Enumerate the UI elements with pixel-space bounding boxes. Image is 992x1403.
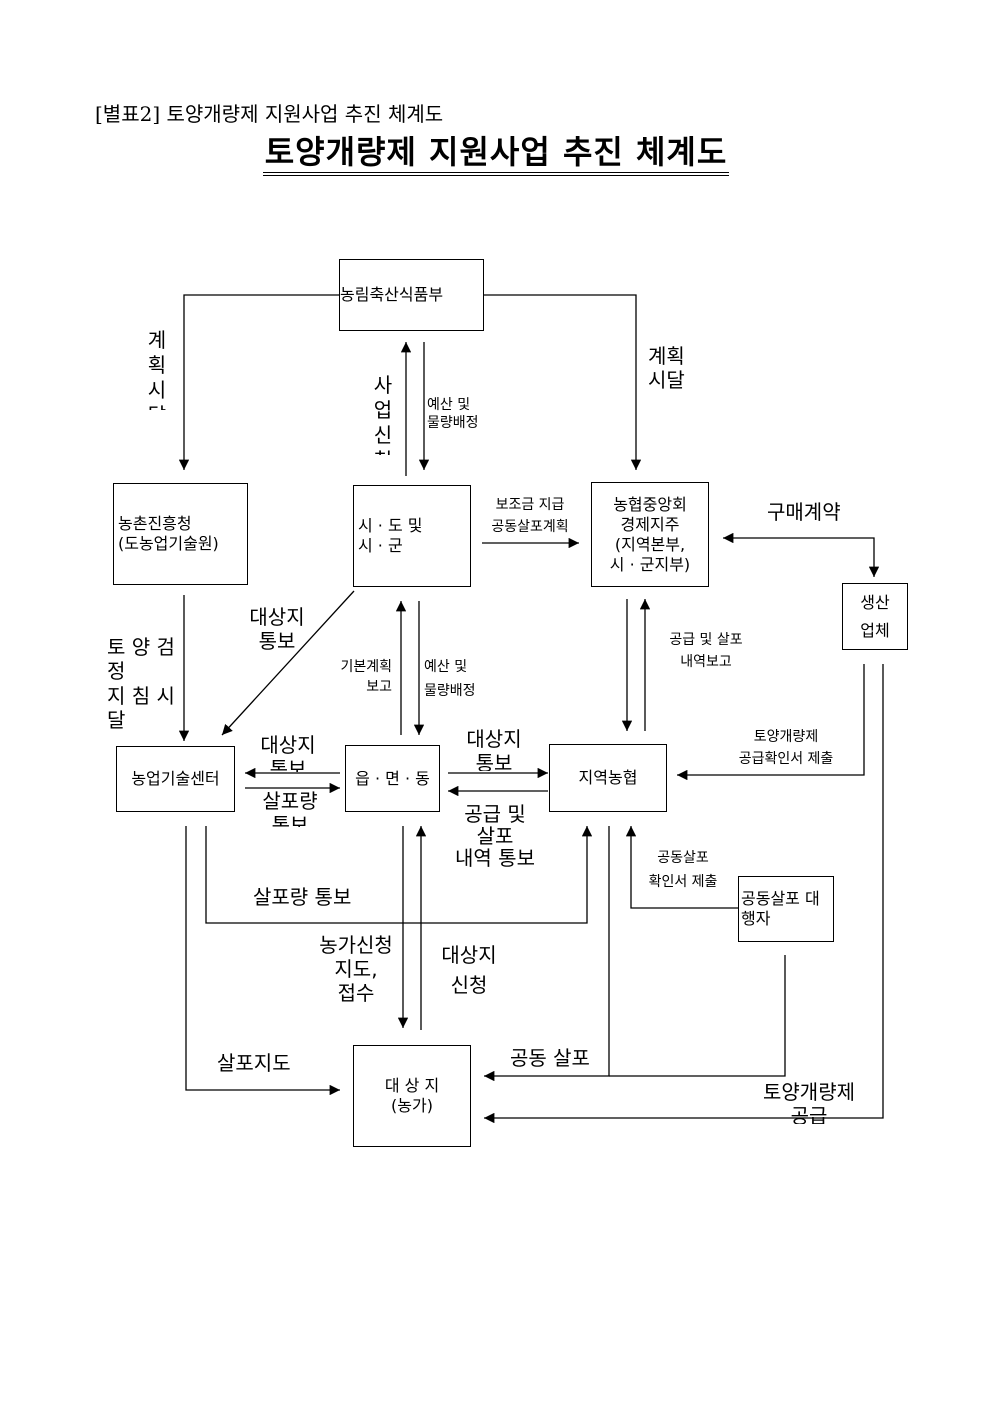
arrow-producer-to-local: [677, 664, 865, 781]
label-soil-test: 토 양 검 정 지 침 시 달: [107, 635, 175, 733]
arrow-tech-center-to-local: [205, 826, 593, 924]
label-plan-notice-right: 계획 시달: [648, 344, 685, 393]
label-purchase-contract: 구매계약: [767, 500, 841, 524]
document-header: [별표2] 토양개량제 지원사업 추진 체계도: [95, 102, 444, 126]
label-target-apply: 대상지 신청: [441, 943, 497, 997]
label-business-apply: 사업신청: [373, 373, 393, 455]
node-producer: 생산 업체: [842, 583, 908, 650]
label-target-notice-town: 대상지 통보: [466, 727, 522, 771]
node-town: 읍 · 면 · 동: [345, 745, 440, 812]
arrow-province-to-tech-center: [221, 590, 355, 736]
label-basic-plan: 기본계획 보고: [340, 659, 392, 696]
node-rda: 농촌진흥청 (도농업기술원): [113, 483, 248, 585]
label-supply-spread-notice: 공급 및 살포 내역 통보: [455, 802, 535, 870]
label-joint-confirm: 공동살포 확인서 제출: [648, 850, 718, 890]
node-ministry: 농림축산식품부: [339, 259, 484, 331]
line-joint-agent-down: [609, 955, 786, 1077]
node-tech-center: 농업기술센터: [116, 746, 235, 812]
node-farmer: 대 상 지 (농가): [353, 1045, 471, 1147]
arrow-producer-to-farmer: [484, 664, 884, 1124]
label-farmer-apply: 농가신청 지도, 접수: [319, 933, 393, 1005]
arrow-tech-center-to-farmer: [185, 826, 340, 1096]
label-target-notice-tc: 대상지 통보: [260, 733, 316, 772]
label-spread-amount-notice: 살포량 통보: [253, 885, 352, 909]
label-soil-supply: 토양개량제 공급: [763, 1080, 855, 1124]
label-spread-guide: 살포지도: [217, 1051, 291, 1075]
label-supply-confirm: 토양개량제 공급확인서 제출: [738, 729, 834, 767]
diagram-title: 토양개량제 지원사업 추진 체계도: [0, 127, 992, 176]
diagram-title-text: 토양개량제 지원사업 추진 체계도: [262, 133, 730, 176]
label-subsidy: 보조금 지급 공동살포계획: [491, 497, 569, 535]
arrow-joint-agent-to-local: [625, 826, 738, 909]
label-budget-alloc-top: 예산 및 물량배정: [427, 397, 479, 432]
label-spread-amount-tc: 살포량 통보: [262, 789, 318, 827]
arrow-ministry-to-nh-central: [484, 294, 642, 470]
arrow-ministry-to-rda: [178, 294, 340, 470]
label-joint-spread: 공동 살포: [510, 1046, 590, 1070]
node-local-nh: 지역농협: [549, 744, 667, 812]
label-budget-alloc-mid: 예산 및 물량배정: [424, 659, 476, 699]
node-nh-central: 농협중앙회 경제지주 (지역본부, 시 · 군지부): [591, 482, 709, 587]
node-province: 시 · 도 및 시 · 군: [353, 485, 471, 587]
node-joint-agent: 공동살포 대 행자: [738, 876, 834, 942]
label-target-notice-diag: 대상지 통보: [249, 605, 305, 654]
arrow-purchase-contract: [723, 532, 880, 577]
label-supply-report: 공급 및 살포 내역보고: [669, 632, 743, 670]
